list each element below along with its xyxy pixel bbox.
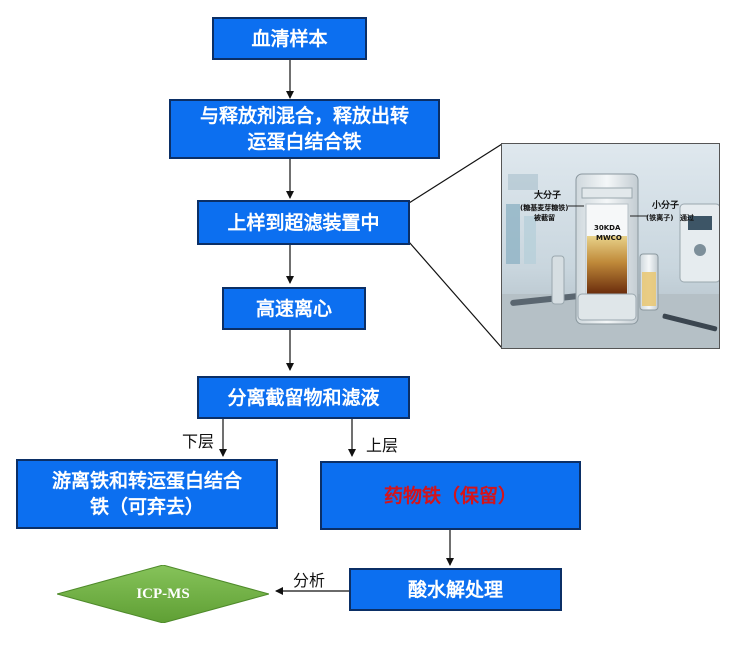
step-separate-label: 分离截留物和滤液 (227, 386, 380, 409)
photo-callout-bottom (408, 241, 503, 349)
ultrafiltration-photo: 大分子 (糖基麦芽糖铁) 被截留 小分子 (铁离子) 通过 30KDA MWCO (501, 143, 720, 349)
photo-device-label: 30KDA (594, 224, 621, 232)
step-separate: 分离截留物和滤液 (197, 376, 410, 419)
photo-device-sublabel: MWCO (596, 234, 622, 242)
photo-passes: 通过 (680, 214, 694, 222)
result-lower-layer-line1: 游离铁和转运蛋白结合 (51, 470, 242, 492)
step-acid-hydrolysis: 酸水解处理 (349, 568, 562, 611)
step-release-mixing-line1: 与释放剂混合，释放出转 (199, 105, 409, 127)
result-upper-layer: 药物铁（保留） (320, 461, 581, 530)
photo-small-molecule: 小分子 (652, 201, 680, 211)
result-lower-layer: 游离铁和转运蛋白结合 铁（可弃去） (16, 459, 278, 529)
ultrafiltration-illustration (502, 144, 719, 348)
photo-retained: 被截留 (534, 214, 555, 222)
step-centrifuge-label: 高速离心 (255, 297, 332, 320)
edge-label-upper: 上层 (366, 436, 399, 455)
edge-label-lower: 下层 (182, 432, 215, 451)
icpms-label: ICP-MS (136, 585, 190, 602)
step-centrifuge: 高速离心 (222, 287, 366, 330)
step-serum-sample-label: 血清样本 (251, 27, 328, 50)
icpms-diamond-shape (57, 565, 269, 623)
photo-big-molecule-note: (糖基麦芽糖铁) (520, 204, 569, 212)
step-release-mixing-line2: 运蛋白结合铁 (247, 131, 362, 153)
result-upper-layer-label: 药物铁（保留） (383, 484, 517, 507)
icpms-node: ICP-MS (57, 565, 269, 623)
photo-big-molecule: 大分子 (534, 191, 562, 201)
step-load-ultrafilter-label: 上样到超滤装置中 (227, 211, 380, 234)
edge-label-analysis: 分析 (293, 571, 326, 590)
step-serum-sample: 血清样本 (212, 17, 367, 60)
photo-small-molecule-note: (铁离子) (646, 214, 674, 222)
step-acid-hydrolysis-label: 酸水解处理 (407, 578, 503, 601)
result-lower-layer-line2: 铁（可弃去） (89, 496, 204, 518)
step-release-mixing: 与释放剂混合，释放出转 运蛋白结合铁 (169, 99, 440, 159)
step-load-ultrafilter: 上样到超滤装置中 (197, 200, 410, 245)
